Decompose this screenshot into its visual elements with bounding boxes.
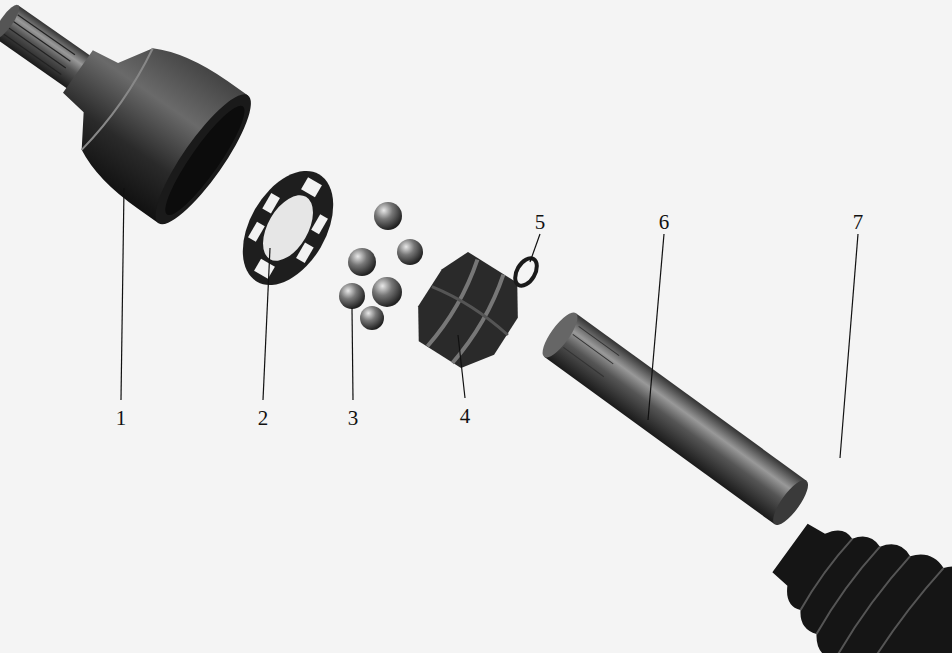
callout-number: 7 — [851, 212, 866, 233]
callout-number: 4 — [458, 406, 473, 427]
drive-shaft — [537, 308, 814, 530]
leader-lines — [121, 188, 858, 458]
outer-housing — [0, 0, 264, 235]
callout-number: 5 — [533, 212, 548, 233]
circlip — [511, 255, 542, 290]
rubber-boot — [739, 478, 952, 653]
callout-number: 6 — [657, 212, 672, 233]
ball-cage — [224, 155, 352, 300]
callout-number: 1 — [114, 408, 129, 429]
callout-number: 3 — [346, 408, 361, 429]
inner-race — [402, 244, 534, 380]
callout-number: 2 — [256, 408, 271, 429]
